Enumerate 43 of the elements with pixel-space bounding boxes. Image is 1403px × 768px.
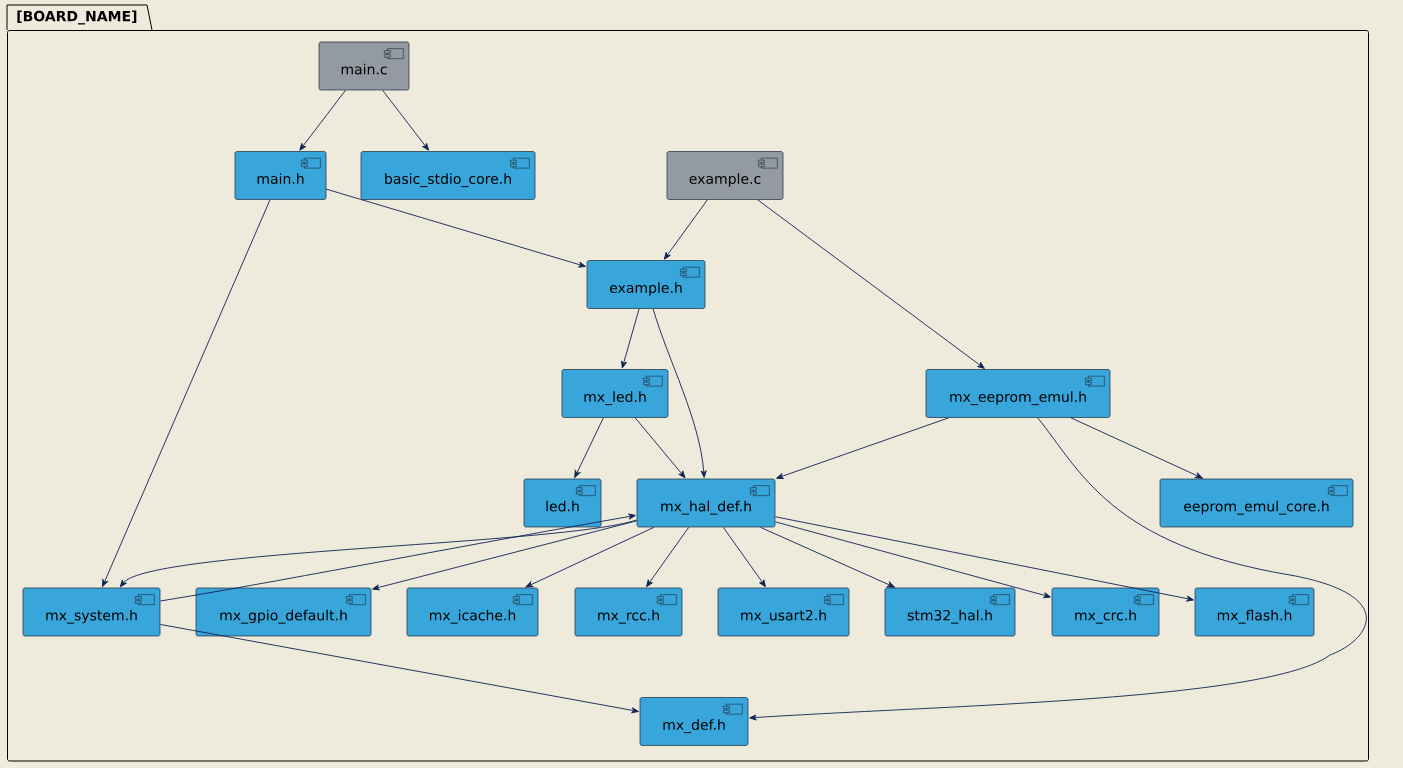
arrow (159, 624, 639, 714)
arrow (102, 199, 271, 587)
component-box: stm32_hal.h (884, 587, 1016, 637)
arrow (663, 199, 708, 260)
arrow (634, 417, 686, 479)
arrow (776, 417, 950, 479)
component-box: mx_usart2.h (717, 587, 850, 637)
arrow (299, 89, 346, 151)
arrow (749, 417, 1367, 721)
arrow (1070, 417, 1203, 479)
component-box: mx_flash.h (1194, 587, 1315, 637)
component-box: mx_def.h (639, 697, 749, 746)
component-box: mx_eeprom_emul.h (925, 369, 1111, 418)
arrow (525, 526, 655, 588)
component-box: mx_system.h (22, 587, 161, 637)
component-box: mx_gpio_default.h (195, 587, 372, 637)
component-box: mx_led.h (561, 369, 669, 418)
node-label: [BOARD_NAME] (17, 10, 137, 25)
arrow (159, 513, 636, 602)
component-box: mx_hal_def.h (636, 478, 776, 528)
arrow (382, 89, 430, 151)
arrow (774, 516, 1194, 602)
component-box: main.c (318, 41, 410, 91)
component-box: basic_stdio_core.h (360, 151, 536, 200)
arrow (646, 526, 690, 588)
component-box: example.h (586, 260, 706, 309)
component-box: mx_rcc.h (574, 587, 683, 637)
arrow (372, 520, 638, 591)
component-box: example.c (666, 151, 784, 200)
arrow (652, 308, 707, 478)
arrow (757, 199, 985, 369)
arrow (760, 526, 895, 588)
arrow (621, 308, 640, 369)
component-box: led.h (523, 478, 602, 528)
arrow (119, 519, 638, 588)
component-box: eeprom_emul_core.h (1159, 478, 1354, 528)
arrow (774, 521, 1051, 599)
arrow (722, 526, 766, 588)
arrow (325, 188, 586, 268)
component-box: mx_icache.h (406, 587, 539, 637)
component-box: main.h (234, 151, 327, 200)
component-box: mx_crc.h (1051, 587, 1160, 637)
arrow (574, 417, 604, 478)
